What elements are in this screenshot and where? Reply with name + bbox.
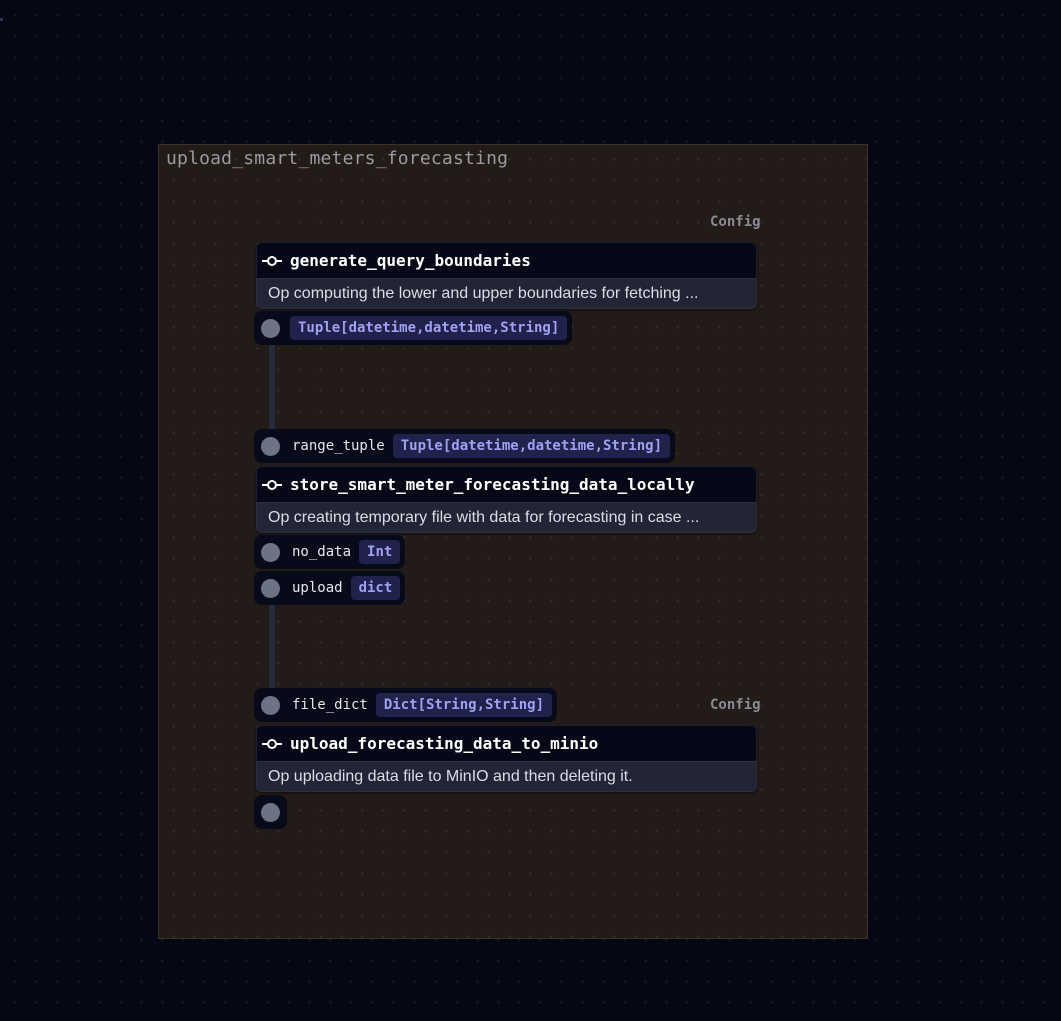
op-header: store_smart_meter_forecasting_data_local… (256, 466, 757, 502)
op-title: store_smart_meter_forecasting_data_local… (290, 475, 695, 494)
type-tag: dict (350, 576, 401, 600)
type-tag: Dict[String,String] (375, 693, 553, 717)
type-tag: Tuple[datetime,datetime,String] (290, 316, 568, 340)
port-dot-icon[interactable] (261, 802, 280, 822)
port-dot-icon[interactable] (261, 542, 280, 562)
input-port-range-tuple[interactable]: range_tuple Tuple[datetime,datetime,Stri… (254, 429, 676, 463)
canvas-corner-dot (0, 18, 3, 21)
input-port-file-dict[interactable]: file_dict Dict[String,String] (254, 688, 558, 722)
output-port-upload[interactable]: upload dict (254, 571, 406, 605)
port-name: range_tuple (292, 438, 385, 454)
op-header: generate_query_boundaries (256, 242, 757, 278)
type-tag: Int (359, 540, 401, 564)
op-description: Op uploading data file to MinIO and then… (256, 761, 757, 792)
op-header: upload_forecasting_data_to_minio (256, 725, 757, 761)
op-title: upload_forecasting_data_to_minio (290, 734, 599, 753)
type-tag: Tuple[datetime,datetime,String] (392, 434, 671, 458)
port-dot-icon[interactable] (261, 578, 280, 598)
op-title: generate_query_boundaries (290, 251, 531, 270)
group-title: upload_smart_meters_forecasting (166, 148, 509, 169)
port-dot-icon[interactable] (261, 695, 280, 715)
op-node-upload-forecasting-data-to-minio[interactable]: upload_forecasting_data_to_minio Op uplo… (256, 725, 757, 792)
op-node-icon (261, 478, 283, 492)
edge-store-to-upload (269, 604, 275, 691)
op-description: Op computing the lower and upper boundar… (256, 278, 757, 309)
output-port[interactable]: Tuple[datetime,datetime,String] (254, 311, 573, 345)
config-label-op-3[interactable]: Config (710, 697, 761, 713)
op-node-generate-query-boundaries[interactable]: generate_query_boundaries Op computing t… (256, 242, 757, 309)
port-dot-icon[interactable] (261, 318, 280, 338)
op-description: Op creating temporary file with data for… (256, 502, 757, 533)
port-name: file_dict (292, 697, 368, 713)
op-node-icon (261, 737, 283, 751)
port-name: upload (292, 580, 343, 596)
port-dot-icon[interactable] (261, 436, 280, 456)
port-name: no_data (292, 544, 352, 560)
output-port-nothing[interactable] (254, 795, 287, 829)
op-node-store-smart-meter-forecasting-data-locally[interactable]: store_smart_meter_forecasting_data_local… (256, 466, 757, 533)
config-label-op-1[interactable]: Config (710, 214, 761, 230)
op-node-icon (261, 254, 283, 268)
output-port-no-data[interactable]: no_data Int (254, 535, 406, 569)
edge-generate-to-store (269, 345, 275, 433)
